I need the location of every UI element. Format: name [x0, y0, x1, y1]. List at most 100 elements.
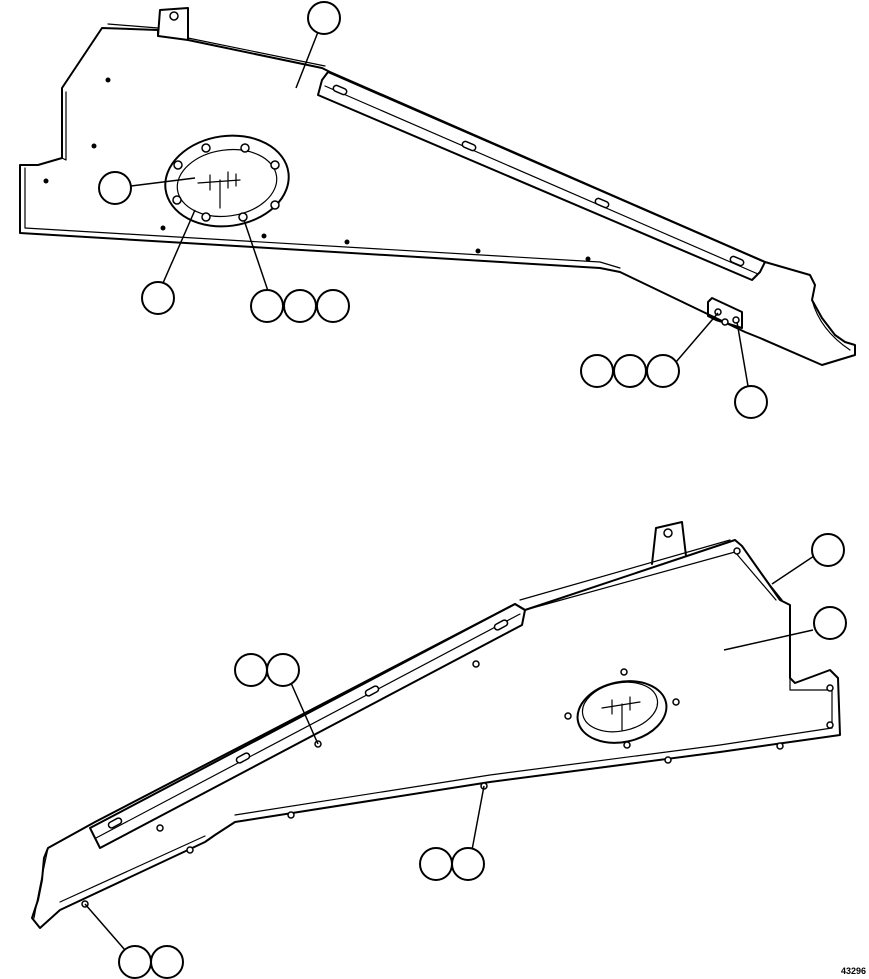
- leader-line: [723, 629, 814, 651]
- callout-balloon[interactable]: [613, 354, 647, 388]
- upper-panel-outline: [19, 27, 856, 366]
- upper-panel-top-edge: [107, 23, 326, 67]
- rivet-hole: [826, 721, 834, 729]
- rivet: [585, 256, 591, 262]
- lower-panel-inner-edge: [524, 551, 777, 611]
- upper-side-panel: [19, 7, 856, 366]
- callout-balloon[interactable]: [307, 1, 341, 35]
- callout-balloon[interactable]: [283, 289, 317, 323]
- upper-panel-rear-curve: [811, 299, 851, 351]
- rivet: [261, 233, 267, 239]
- cover-bolt: [173, 160, 183, 170]
- callout-balloon[interactable]: [580, 354, 614, 388]
- leader-line: [84, 903, 126, 951]
- callout-balloon[interactable]: [811, 533, 845, 567]
- rail-slot: [364, 685, 380, 697]
- upper-small-bracket: [707, 297, 743, 329]
- cover-bolt: [620, 668, 628, 676]
- upper-panel-bottom-edge: [24, 227, 621, 269]
- lower-side-panel: [31, 521, 841, 929]
- cover-bolt: [270, 160, 280, 170]
- leader-line: [771, 555, 815, 585]
- callout-balloon[interactable]: [250, 289, 284, 323]
- cover-bolt: [623, 741, 631, 749]
- cover-bolt: [172, 195, 182, 205]
- rivet-hole: [776, 742, 784, 750]
- upper-access-cover: [176, 148, 278, 218]
- leader-line: [736, 321, 749, 387]
- lower-lifting-tab: [651, 521, 687, 565]
- cover-bolt: [201, 143, 211, 153]
- rivet-hole: [826, 684, 834, 692]
- cover-bolt: [270, 200, 280, 210]
- lower-callouts: [84, 533, 847, 979]
- lower-access-cover-flange: [576, 680, 668, 744]
- bracket-hole: [714, 308, 722, 316]
- upper-lifting-tab: [157, 7, 189, 41]
- rail-slot: [235, 752, 251, 764]
- lower-panel-front-curve: [33, 847, 49, 919]
- callout-balloon[interactable]: [266, 653, 300, 687]
- rivet-hole: [472, 660, 480, 668]
- cover-bolt: [564, 712, 572, 720]
- upper-access-cover-flange: [164, 134, 290, 228]
- lower-panel-bottom-edge: [59, 727, 833, 903]
- rail-slot: [594, 197, 610, 209]
- callout-balloon[interactable]: [98, 171, 132, 205]
- leader-line: [675, 312, 719, 363]
- callout-balloon[interactable]: [419, 847, 453, 881]
- rivet-hole: [664, 756, 672, 764]
- rivet-hole: [733, 547, 741, 555]
- callout-balloon[interactable]: [234, 653, 268, 687]
- lower-lifting-tab-hole: [663, 528, 673, 538]
- bracket-hole: [732, 316, 740, 324]
- upper-rail-strip-edge: [324, 85, 759, 275]
- leader-line: [471, 785, 485, 851]
- callout-balloon[interactable]: [734, 385, 768, 419]
- upper-callouts: [98, 1, 768, 419]
- rivet: [105, 77, 111, 83]
- cover-bolt: [201, 212, 211, 222]
- drawing-number: 43296: [841, 966, 866, 976]
- rivet: [344, 239, 350, 245]
- cover-bolt: [672, 698, 680, 706]
- lower-panel-right-step: [789, 677, 833, 729]
- lower-cover-handle: [601, 696, 641, 731]
- rivet-hole: [156, 824, 164, 832]
- callout-balloon[interactable]: [316, 289, 350, 323]
- rivet: [43, 178, 49, 184]
- rivet: [475, 248, 481, 254]
- callout-balloon[interactable]: [813, 606, 847, 640]
- leader-line: [162, 209, 196, 284]
- callout-balloon[interactable]: [141, 281, 175, 315]
- upper-cover-handle: [197, 171, 241, 209]
- callout-balloon[interactable]: [646, 354, 680, 388]
- callout-balloon[interactable]: [150, 945, 184, 979]
- cover-bolt: [238, 212, 248, 222]
- callout-balloon[interactable]: [451, 847, 485, 881]
- lower-access-cover: [581, 681, 659, 733]
- upper-rail-strip: [317, 71, 766, 281]
- leader-line: [295, 31, 319, 89]
- lower-rail-strip-edge: [95, 613, 521, 839]
- rail-slot: [107, 817, 123, 829]
- lower-rail-strip: [89, 603, 526, 849]
- rivet: [160, 225, 166, 231]
- upper-panel-left-step: [24, 91, 67, 229]
- rivet-hole: [186, 846, 194, 854]
- bracket-hole: [721, 318, 729, 326]
- cover-bolt: [240, 143, 250, 153]
- rail-slot: [461, 140, 477, 152]
- rivet: [91, 143, 97, 149]
- lower-panel-top-edge: [519, 539, 783, 601]
- rail-slot: [332, 84, 348, 96]
- callout-balloon[interactable]: [118, 945, 152, 979]
- upper-lifting-tab-hole: [169, 11, 179, 21]
- leader-line: [243, 219, 269, 292]
- leader-line: [290, 682, 319, 745]
- rail-slot: [729, 255, 745, 267]
- rail-slot: [493, 619, 509, 631]
- rivet-hole: [287, 811, 295, 819]
- leader-line: [130, 177, 196, 187]
